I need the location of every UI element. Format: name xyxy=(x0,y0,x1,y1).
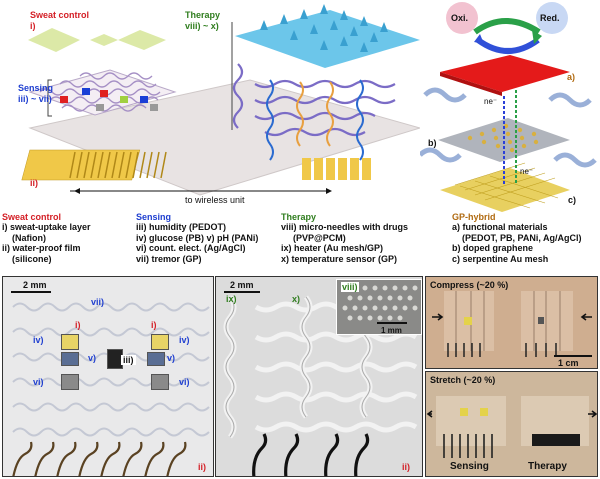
label-i-left: i) xyxy=(75,320,81,330)
legend-line: viii) micro-needles with drugs xyxy=(281,222,409,233)
legend-line: (silicone) xyxy=(12,253,52,264)
ph-sensor-right xyxy=(147,352,165,366)
device-schematic xyxy=(0,0,422,205)
photo-sensing-device: 2 mm vii) i) i) iv) iv) v) v) iii) vi) v… xyxy=(2,276,214,477)
microneedle-inset: viii) 1 mm xyxy=(336,279,422,335)
label-iii: iii) xyxy=(121,355,136,365)
sweat-control-title: Sweat control xyxy=(30,10,90,20)
device-illustration xyxy=(21,4,422,196)
legend-line: (PEDOT, PB, PANi, Ag/AgCl) xyxy=(462,232,582,243)
legend-title: Sweat control xyxy=(2,212,62,222)
scale-bar xyxy=(554,355,592,357)
legend-sensing: Sensing iii) humidity (PEDOT) iv) glucos… xyxy=(136,212,258,264)
legend-line: (PVP@PCM) xyxy=(293,232,346,243)
therapy-photo-label: Therapy xyxy=(528,461,567,472)
glucose-sensor-left xyxy=(61,352,79,366)
silicone-index: ii) xyxy=(30,178,38,188)
layer-b-label: b) xyxy=(428,138,437,148)
legend-line: i) sweat-uptake layer xyxy=(2,222,91,233)
sweat-control-index: i) xyxy=(30,21,36,31)
label-vii: vii) xyxy=(91,297,105,307)
legend-line: a) functional materials xyxy=(452,222,548,233)
scale-bar xyxy=(224,291,260,293)
electron-label-bottom: ne⁻ xyxy=(520,167,534,176)
inset-scale-bar xyxy=(377,322,407,324)
sensing-photo-label: Sensing xyxy=(450,461,489,472)
label-ii: ii) xyxy=(198,462,206,472)
label-v-right: v) xyxy=(167,353,176,363)
label-ix: ix) xyxy=(226,294,237,304)
legend-therapy: Therapy viii) micro-needles with drugs (… xyxy=(281,212,408,264)
compress-label: Compress (~20 %) xyxy=(430,280,509,290)
counter-electrode-left xyxy=(61,374,79,390)
label-x: x) xyxy=(292,294,301,304)
label-vi-right: vi) xyxy=(179,377,190,387)
photo-therapy-device: 2 mm ix) x) viii) 1 mm ii) xyxy=(215,276,423,477)
legend-line: vii) tremor (GP) xyxy=(136,253,202,264)
layer-stack-illustration xyxy=(418,2,597,212)
photo-stretch: Stretch (~20 %) Sensing Therapy xyxy=(425,371,598,477)
red-label: Red. xyxy=(540,13,560,23)
legend-title: Sensing xyxy=(136,212,172,222)
label-vi-left: vi) xyxy=(33,377,44,387)
oxi-label: Oxi. xyxy=(451,13,469,23)
wireless-label: to wireless unit xyxy=(185,195,245,205)
legend-line: (Nafion) xyxy=(12,232,46,243)
legend-line: b) doped graphene xyxy=(452,243,533,254)
microneedle-array-image xyxy=(342,285,418,321)
stretch-image xyxy=(426,372,597,476)
layer-c-label: c) xyxy=(568,195,577,205)
label-viii: viii) xyxy=(341,282,359,292)
inset-scale-label: 1 mm xyxy=(381,326,402,335)
nafion-patch-left xyxy=(61,334,79,350)
legend-line: x) temperature sensor (GP) xyxy=(281,253,398,264)
stretch-label: Stretch (~20 %) xyxy=(430,375,496,385)
legend-line: iv) glucose (PB) v) pH (PANi) xyxy=(136,232,259,243)
legend-line: c) serpentine Au mesh xyxy=(452,253,549,264)
gp-hybrid-schematic xyxy=(418,0,600,212)
scale-bar xyxy=(11,291,51,293)
therapy-index: viii) ~ x) xyxy=(185,21,219,31)
sensing-serpentine-image xyxy=(12,302,210,476)
compress-image xyxy=(426,277,597,368)
scale-label: 2 mm xyxy=(23,280,47,290)
legend-line: iii) humidity (PEDOT) xyxy=(136,222,226,233)
legend-title: Therapy xyxy=(281,212,317,222)
counter-electrode-right xyxy=(151,374,169,390)
sensing-title: Sensing xyxy=(18,83,54,93)
label-iv-right: iv) xyxy=(179,335,190,345)
scale-label: 2 mm xyxy=(230,280,254,290)
legend-title: GP-hybrid xyxy=(452,212,496,222)
legend-line: ii) water-proof film xyxy=(2,243,81,254)
electron-label-top: ne⁻ xyxy=(484,97,498,106)
nafion-patch-right xyxy=(151,334,169,350)
therapy-title: Therapy xyxy=(185,10,221,20)
label-iv-left: iv) xyxy=(33,335,44,345)
legend-gp-hybrid: GP-hybrid a) functional materials (PEDOT… xyxy=(452,212,582,264)
label-v-left: v) xyxy=(88,353,97,363)
legend-line: ix) heater (Au mesh/GP) xyxy=(281,243,384,254)
sensing-index: iii) ~ vii) xyxy=(18,94,52,104)
photo-compress: Compress (~20 %) 1 cm xyxy=(425,276,598,369)
label-i-right: i) xyxy=(151,320,157,330)
layer-a-label: a) xyxy=(567,72,576,82)
legend-line: vi) count. elect. (Ag/AgCl) xyxy=(136,243,246,254)
legend-sweat-control: Sweat control i) sweat-uptake layer (Naf… xyxy=(2,212,91,264)
label-ii: ii) xyxy=(402,462,410,472)
scale-label: 1 cm xyxy=(558,358,579,368)
